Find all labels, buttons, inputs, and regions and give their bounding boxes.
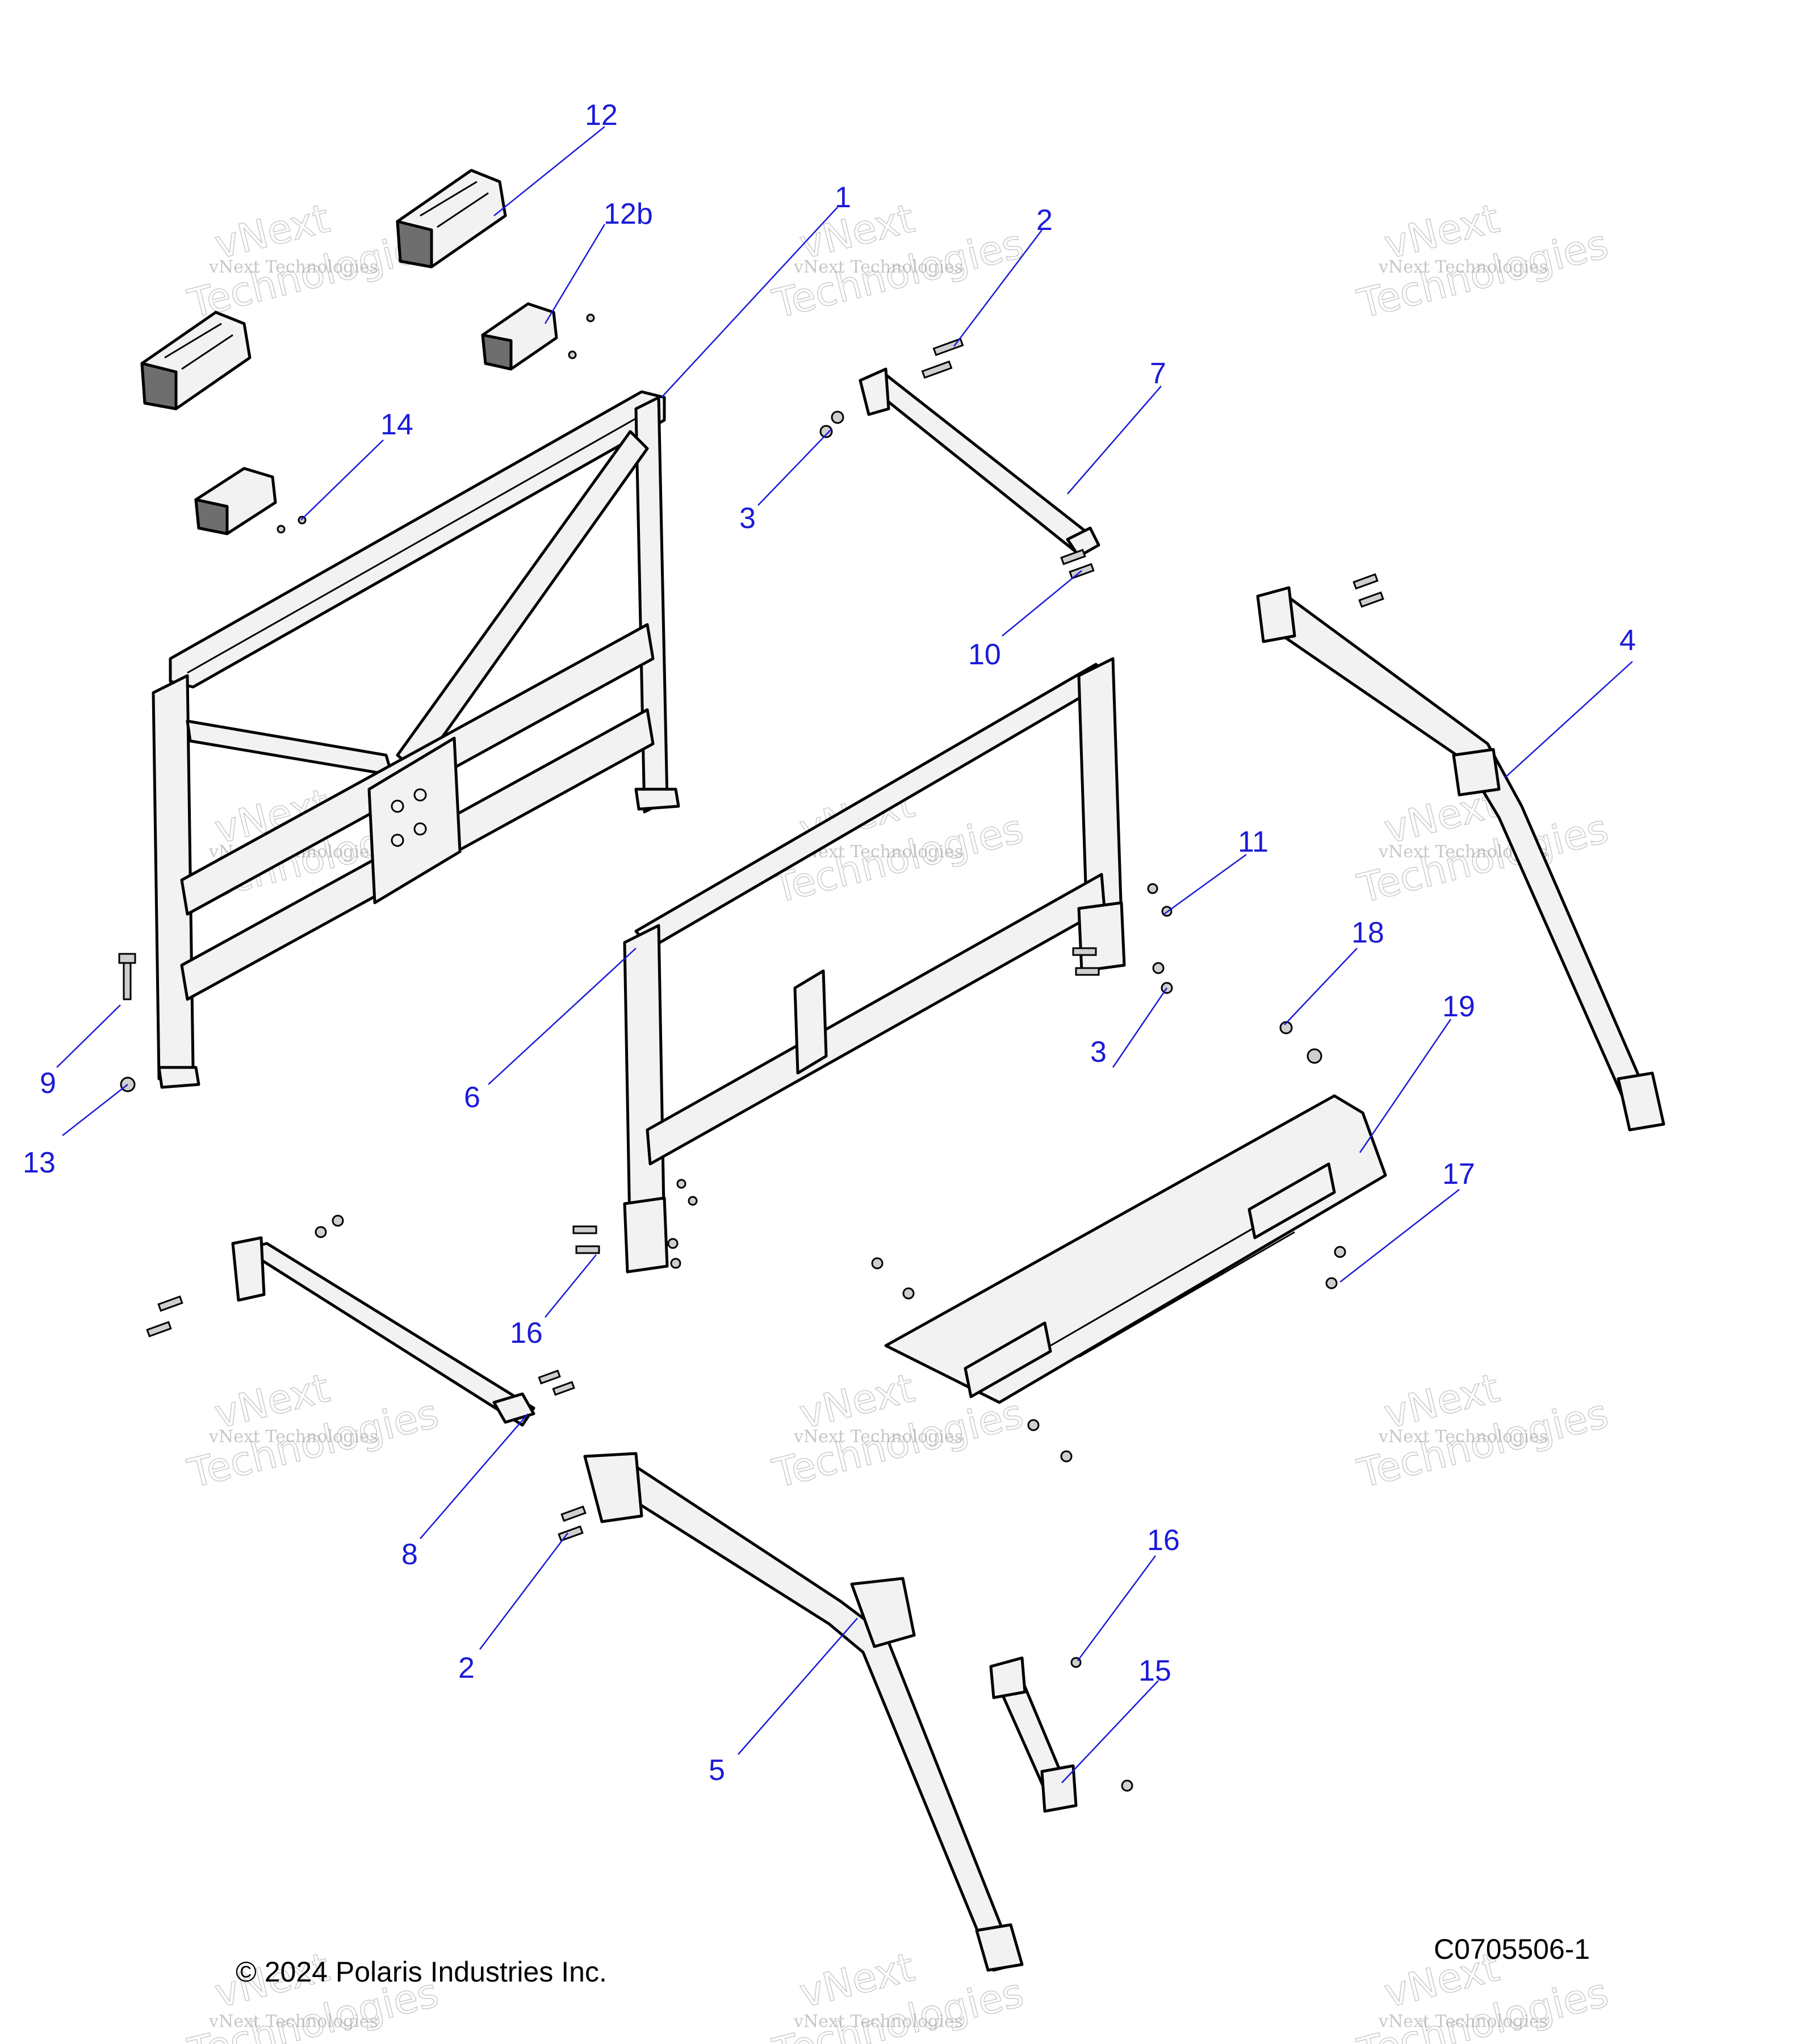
callout-6: 6 <box>464 1081 480 1114</box>
roll-bar-5 <box>583 1452 1024 1972</box>
callout-18: 18 <box>1351 916 1384 949</box>
callout-5: 5 <box>709 1754 725 1787</box>
callout-1: 1 <box>835 181 851 214</box>
callout-13: 13 <box>23 1146 56 1179</box>
callout-19: 19 <box>1442 990 1475 1023</box>
watermark-text: vNext Technologies <box>1378 1427 1548 1447</box>
roll-bar-4 <box>1256 586 1665 1132</box>
cover-cap-12-lower <box>140 311 252 411</box>
callout-12: 12 <box>585 99 618 132</box>
bolt-9 <box>118 953 136 1000</box>
callout-2-upper: 2 <box>1036 204 1053 237</box>
nut-18 <box>1279 1021 1293 1034</box>
main-frame-1 <box>152 390 680 1089</box>
bolts-8 <box>146 1214 575 1396</box>
callout-7: 7 <box>1150 357 1166 390</box>
watermark-text: vNext Technologies <box>208 257 378 277</box>
callout-8: 8 <box>401 1538 418 1571</box>
nut-3-lower <box>1152 962 1173 994</box>
callout-12b: 12b <box>604 198 653 231</box>
bar-8 <box>231 1236 535 1427</box>
panel-19 <box>884 1094 1387 1404</box>
callout-labels: 12 12b 1 2 7 14 3 10 4 11 18 19 3 6 9 13… <box>23 99 1636 1787</box>
nut-3-upper <box>819 411 844 438</box>
bolts-front-frame <box>1072 947 1100 976</box>
callout-3-lower: 3 <box>1090 1036 1107 1069</box>
callout-16-mid: 16 <box>510 1317 543 1350</box>
cover-cap-12b <box>481 302 595 371</box>
callout-17: 17 <box>1442 1158 1475 1191</box>
bolt-2-lower <box>558 1505 587 1542</box>
callout-11: 11 <box>1238 826 1268 858</box>
nut-17 <box>1325 1246 1346 1289</box>
watermark-text: vNext Technologies <box>793 257 963 277</box>
leader-lines <box>56 126 1633 1783</box>
nut-15 <box>1121 1779 1133 1792</box>
bolt-2-upper <box>921 337 964 379</box>
callout-15: 15 <box>1138 1655 1171 1687</box>
watermark-text: vNext Technologies <box>1378 257 1548 277</box>
callout-10: 10 <box>968 638 1001 671</box>
nuts-panel <box>871 1257 1073 1463</box>
cover-cap-12-upper <box>396 169 507 269</box>
callout-2-lower: 2 <box>458 1652 475 1685</box>
front-frame-6 <box>623 657 1126 1274</box>
bolt-4-top <box>1353 573 1384 608</box>
callout-9: 9 <box>40 1067 56 1100</box>
watermark-text: vNext Technologies <box>208 2012 378 2032</box>
copyright-text: © 2024 Polaris Industries Inc. <box>236 1956 607 1988</box>
watermark-text: vNext Technologies <box>208 1427 378 1447</box>
watermark-text: vNext Technologies <box>793 2012 963 2032</box>
callout-16-lower: 16 <box>1147 1524 1180 1557</box>
cover-cap-14 <box>194 467 307 535</box>
watermark-layer: vNext Technologies vNext Technologies vN… <box>183 194 1613 2044</box>
callout-4: 4 <box>1619 624 1636 657</box>
bracket-15 <box>989 1656 1078 1813</box>
callout-14: 14 <box>380 408 413 441</box>
watermark-text: vNext Technologies <box>1378 2012 1548 2032</box>
nut-18b <box>1307 1048 1322 1064</box>
callout-3-upper: 3 <box>739 502 756 535</box>
bar-7 <box>859 367 1100 558</box>
watermark-text: vNext Technologies <box>793 1427 963 1447</box>
drawing-id: C0705506-1 <box>1434 1933 1590 1965</box>
bolt-16-mid <box>572 1179 698 1269</box>
